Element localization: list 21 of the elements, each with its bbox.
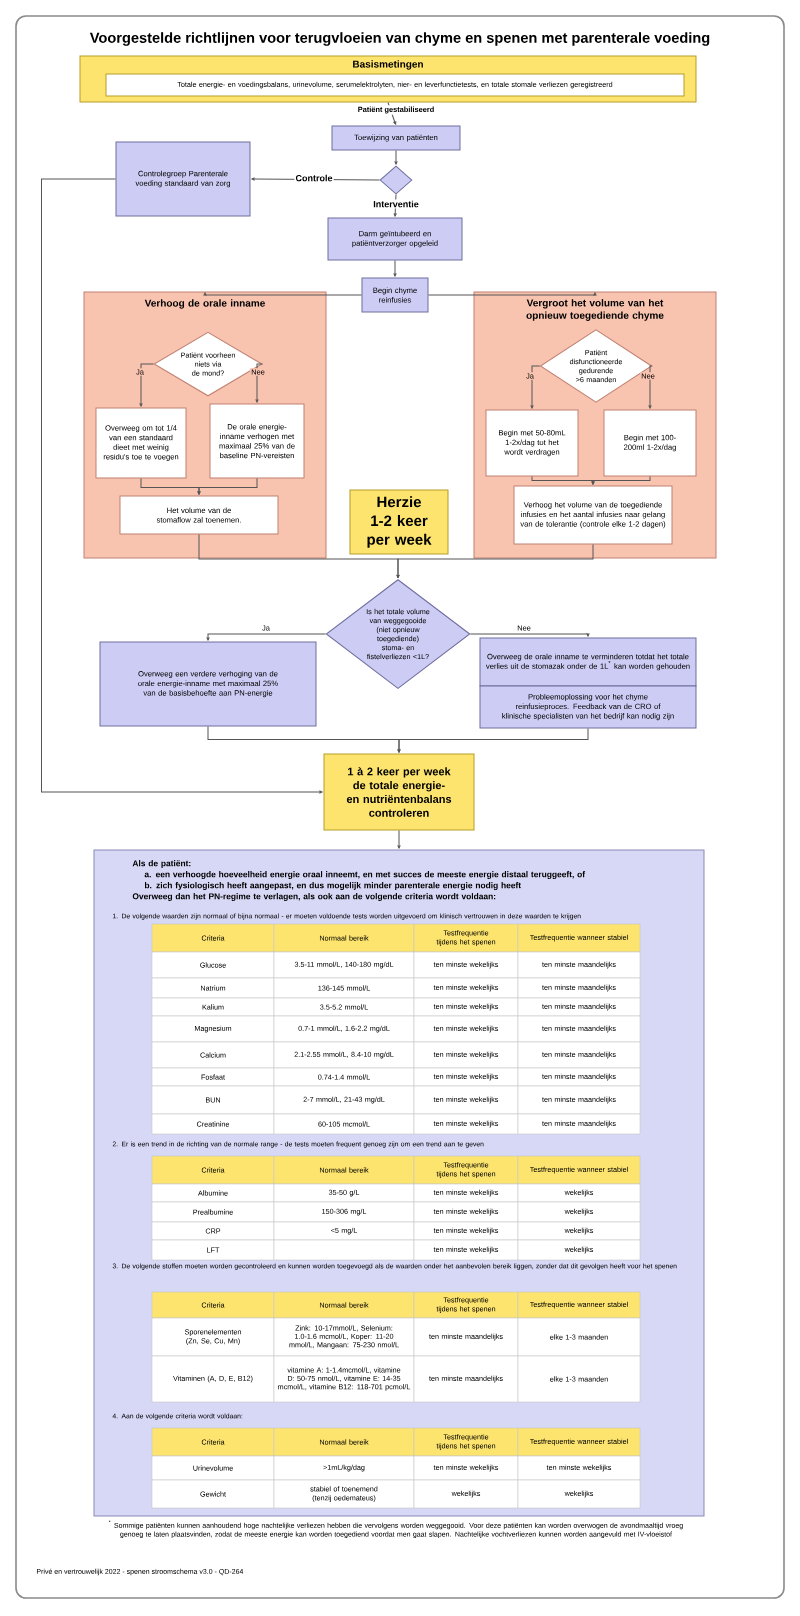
arrow <box>393 194 397 217</box>
arrow <box>197 478 258 495</box>
arrow <box>251 177 380 181</box>
arrow <box>531 476 595 485</box>
decision-diamond <box>379 165 413 195</box>
arrow <box>206 633 327 641</box>
arrow <box>396 544 594 579</box>
arrow <box>139 363 154 407</box>
arrow <box>530 365 541 409</box>
arrow <box>428 292 597 296</box>
arrow <box>41 178 323 794</box>
arrow <box>387 102 397 125</box>
arrow <box>591 476 651 485</box>
arrow <box>469 633 590 637</box>
arrow <box>255 363 263 403</box>
arrow <box>648 365 653 409</box>
arrow <box>393 260 397 277</box>
arrow <box>397 830 401 849</box>
arrow <box>203 292 362 296</box>
arrow <box>394 150 398 165</box>
arrow <box>397 728 589 753</box>
